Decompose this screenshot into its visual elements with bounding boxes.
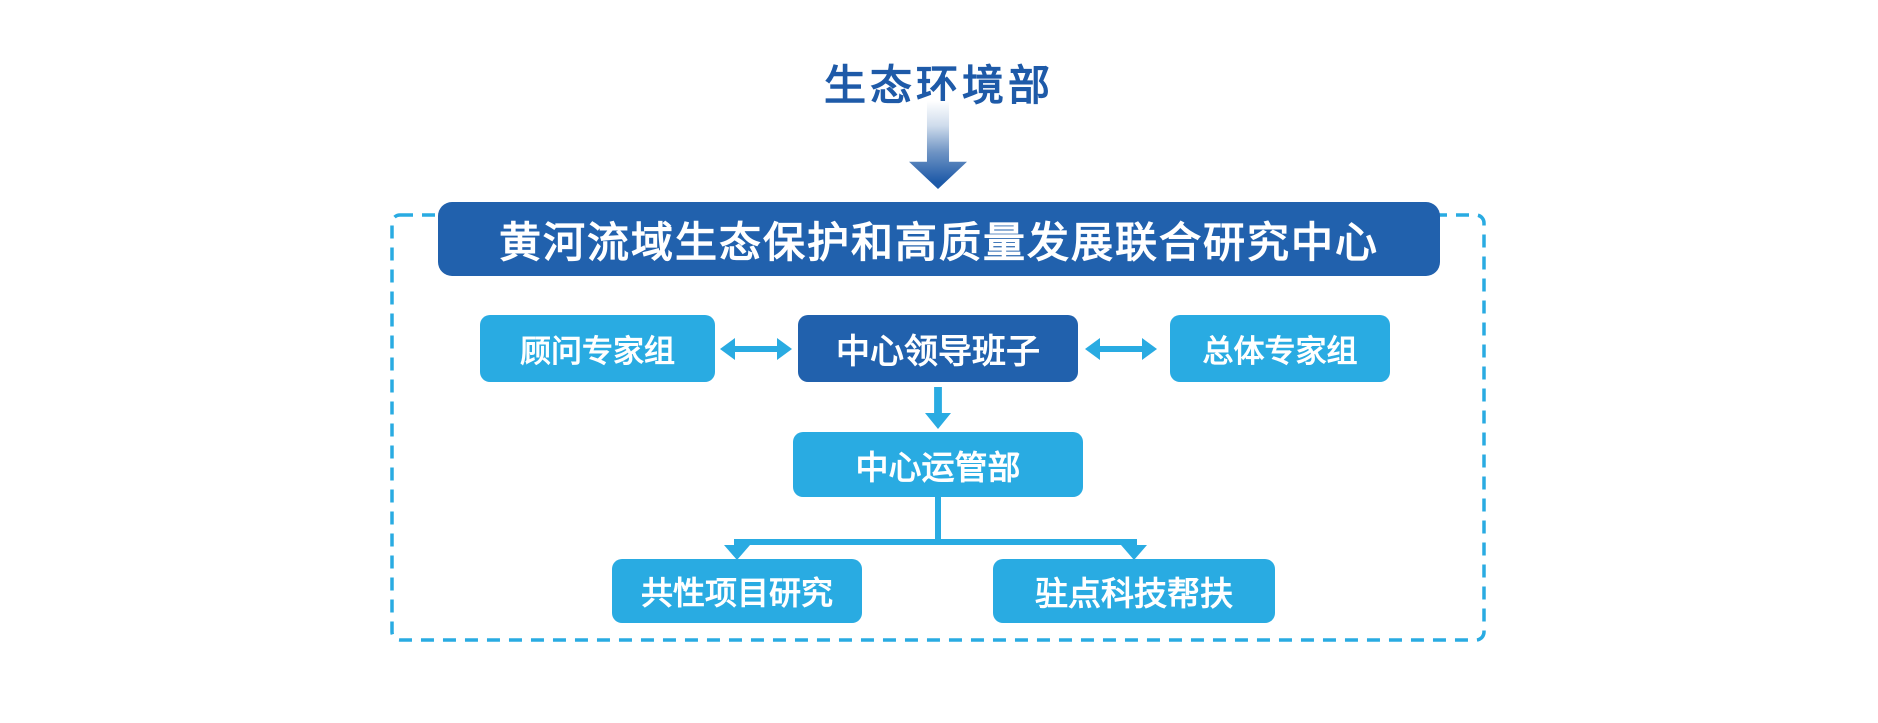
node-common-project-research: 共性项目研究 [612,559,862,623]
double-arrow-icon [720,338,792,360]
node-resident-tech-assistance: 驻点科技帮扶 [993,559,1275,623]
down-arrowhead-icon [1121,545,1147,560]
double-arrow-icon [1085,338,1157,360]
node-joint-research-center: 黄河流域生态保护和高质量发展联合研究中心 [438,202,1440,276]
connector-horizontal-line [734,539,1137,545]
down-arrowhead-icon [724,545,750,560]
down-arrow-icon [925,387,951,429]
node-overall-expert-group: 总体专家组 [1170,315,1390,382]
node-operations-dept: 中心运管部 [793,432,1083,497]
gradient-down-arrow-icon [909,101,967,189]
node-advisor-expert-group: 顾问专家组 [480,315,715,382]
node-center-leadership-team: 中心领导班子 [798,315,1078,382]
connector-stem-line [935,497,941,542]
